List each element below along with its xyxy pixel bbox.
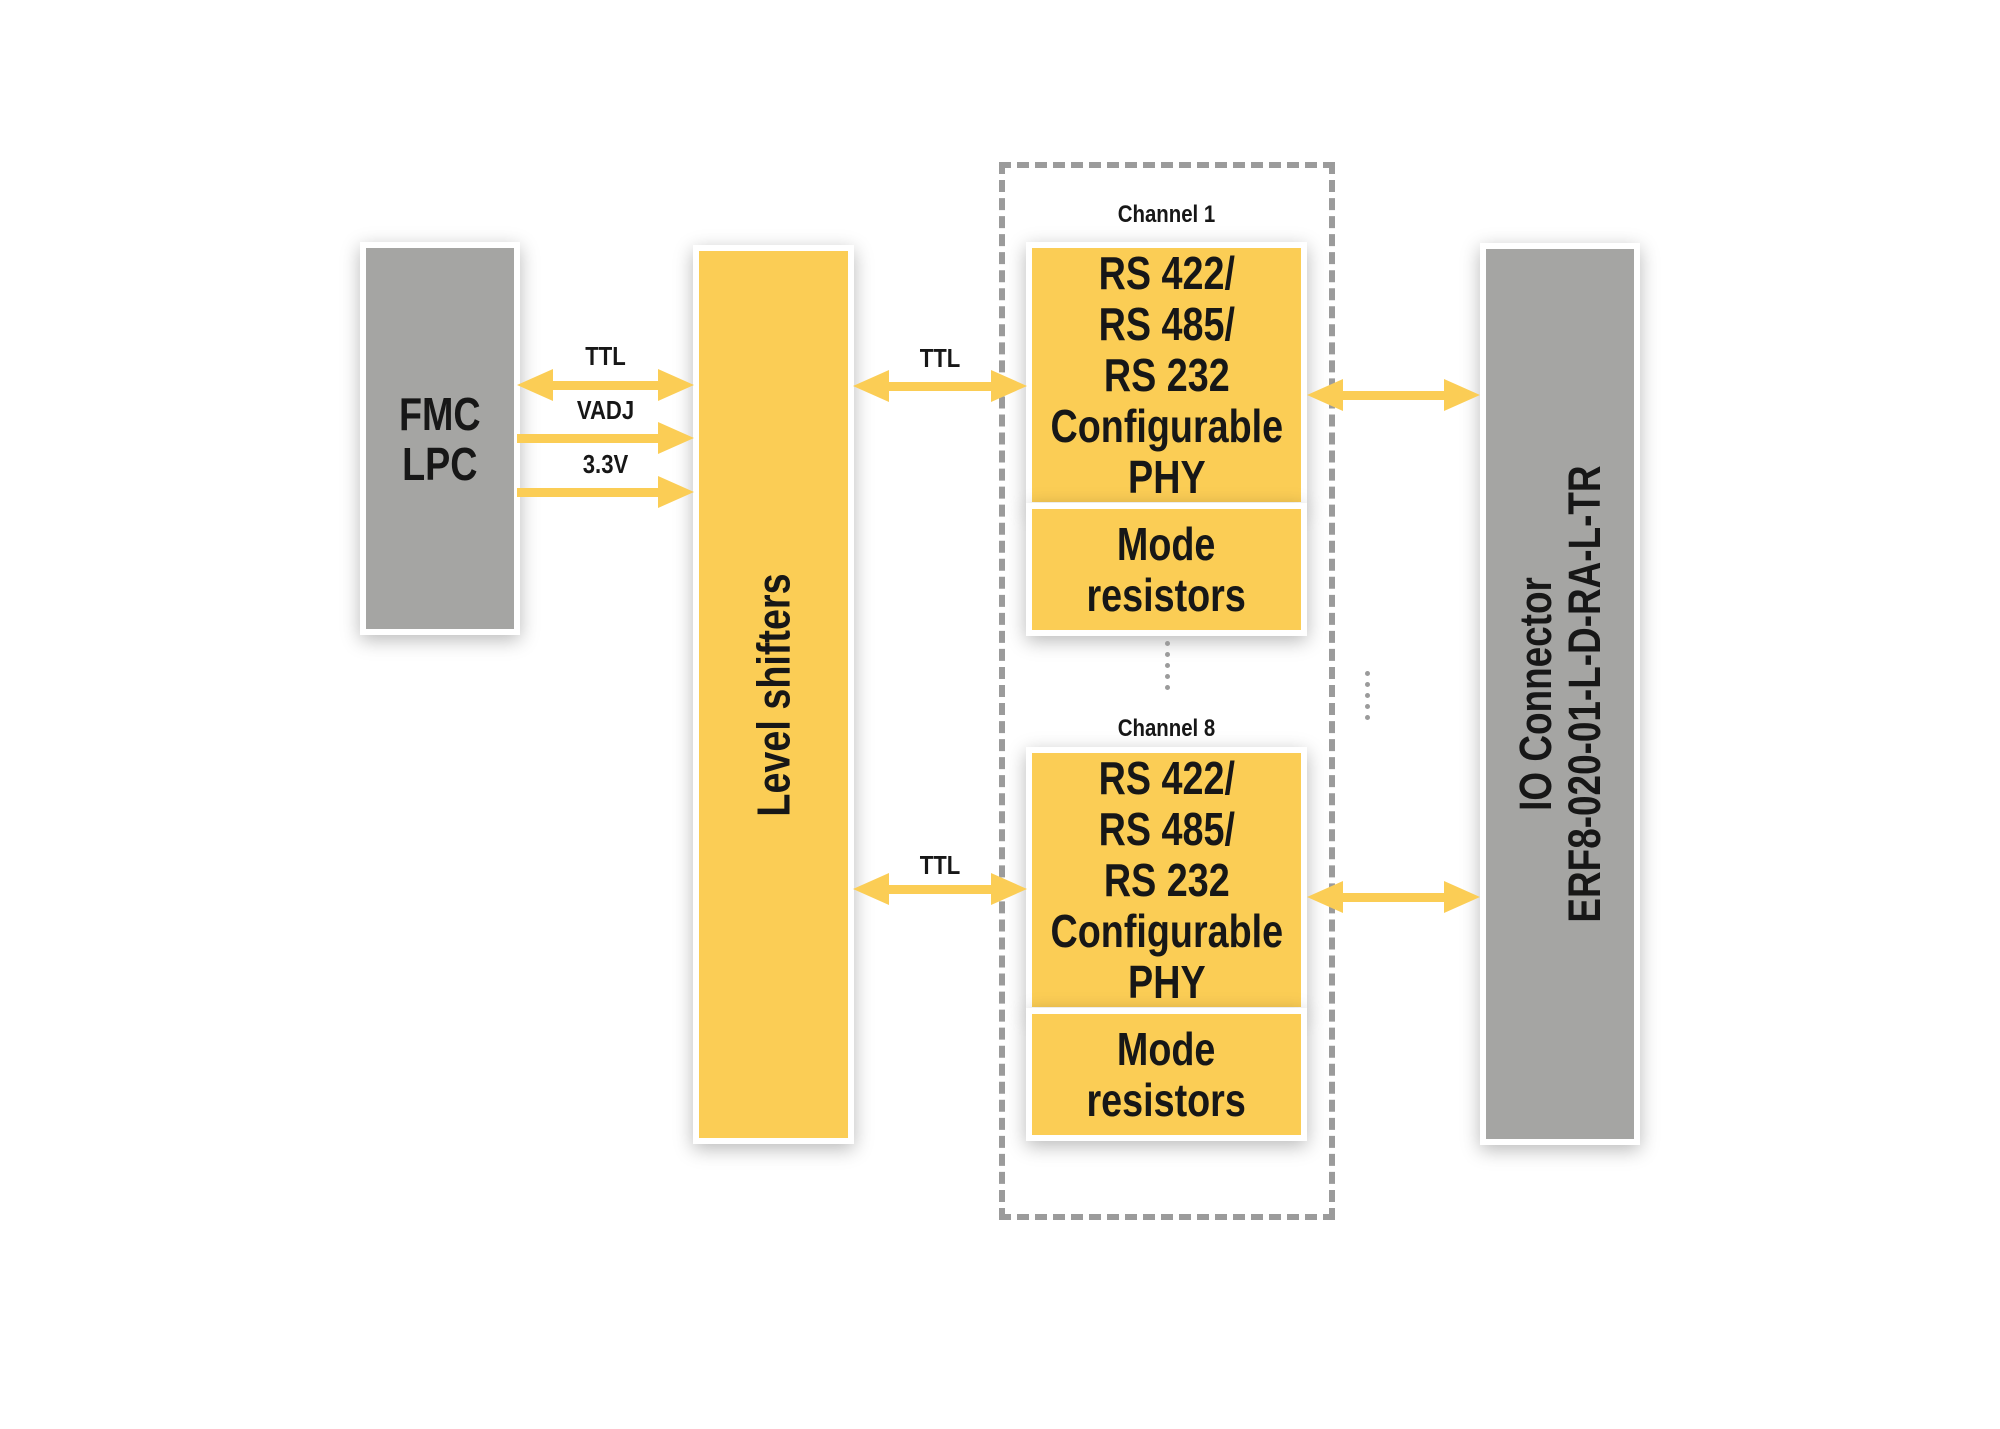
dot	[1365, 704, 1370, 709]
channel-8-mode-resistors-block: Mode resistors	[1026, 1008, 1307, 1141]
fmc-lpc-block: FMC LPC	[360, 242, 520, 635]
dot	[1165, 652, 1170, 657]
arrow-fmc-vadj	[517, 422, 694, 454]
fmc-ttl-label: TTL	[585, 341, 626, 371]
io-ellipsis-dots	[1365, 671, 1370, 720]
arrowhead-left-icon	[1307, 881, 1343, 913]
dot	[1365, 682, 1370, 687]
dot	[1165, 641, 1170, 646]
phy-line: PHY	[1127, 450, 1206, 503]
arrow-ls-ch8-ttl	[853, 873, 1027, 905]
phy-line: RS 422/	[1098, 751, 1235, 804]
channel-1-phy-block: RS 422/ RS 485/ RS 232 Configurable PHY	[1026, 242, 1307, 508]
io-connector-block: IO Connector ERF8-020-01-L-D-RA-L-TR	[1480, 243, 1640, 1145]
io-connector-line2: ERF8-020-01-L-D-RA-L-TR	[1559, 465, 1611, 923]
mode-line: Mode	[1117, 517, 1216, 570]
arrow-ch8-io	[1307, 881, 1480, 913]
channel-8-phy-block: RS 422/ RS 485/ RS 232 Configurable PHY	[1026, 747, 1307, 1013]
arrow-shaft	[889, 884, 991, 894]
phy-line: RS 232	[1103, 348, 1230, 401]
channels-ellipsis-dots	[1165, 641, 1170, 690]
fmc-lpc-label: FMC LPC	[399, 389, 481, 489]
channel-8-mode-label: Mode resistors	[1086, 1022, 1247, 1126]
channel-8-phy-label: RS 422/ RS 485/ RS 232 Configurable PHY	[1050, 751, 1283, 1008]
channel-1-mode-label: Mode resistors	[1086, 517, 1247, 621]
arrowhead-left-icon	[1307, 379, 1343, 411]
arrowhead-right-icon	[991, 370, 1027, 402]
phy-line: PHY	[1127, 955, 1206, 1008]
arrowhead-left-icon	[517, 369, 553, 401]
fmc-label-line2: LPC	[402, 437, 478, 490]
fmc-label-line1: FMC	[399, 387, 481, 440]
arrow-shaft	[517, 487, 658, 497]
phy-line: Configurable	[1050, 904, 1283, 957]
arrow-ls-ch1-ttl	[853, 370, 1027, 402]
arrowhead-right-icon	[658, 422, 694, 454]
arrowhead-left-icon	[853, 370, 889, 402]
arrow-ch1-io	[1307, 379, 1480, 411]
level-shifters-block: Level shifters	[693, 245, 854, 1144]
mode-line: resistors	[1086, 568, 1247, 621]
dot	[1365, 671, 1370, 676]
dot	[1165, 663, 1170, 668]
arrowhead-right-icon	[658, 476, 694, 508]
phy-line: Configurable	[1050, 399, 1283, 452]
arrow-shaft	[553, 380, 658, 390]
fmc-33v-label: 3.3V	[582, 449, 629, 479]
mode-line: Mode	[1117, 1022, 1216, 1075]
io-connector-line1: IO Connector	[1510, 577, 1562, 811]
level-shifters-label: Level shifters	[747, 572, 800, 817]
phy-line: RS 485/	[1098, 802, 1235, 855]
dot	[1365, 693, 1370, 698]
arrow-fmc-ttl	[517, 369, 694, 401]
channels-dashed-box	[999, 162, 1335, 1220]
dot	[1165, 685, 1170, 690]
arrow-shaft	[1343, 390, 1444, 400]
mode-line: resistors	[1086, 1073, 1247, 1126]
channel-1-mode-resistors-block: Mode resistors	[1026, 503, 1307, 636]
phy-line: RS 485/	[1098, 297, 1235, 350]
arrowhead-left-icon	[853, 873, 889, 905]
arrow-shaft	[889, 381, 991, 391]
fmc-vadj-label: VADJ	[576, 395, 635, 425]
ch1-ttl-label: TTL	[919, 343, 961, 373]
channel-1-label: Channel 1	[1117, 201, 1216, 228]
channel-1-phy-label: RS 422/ RS 485/ RS 232 Configurable PHY	[1050, 246, 1283, 503]
phy-line: RS 232	[1103, 853, 1230, 906]
arrowhead-right-icon	[991, 873, 1027, 905]
dot	[1165, 674, 1170, 679]
arrow-shaft	[517, 433, 658, 443]
arrow-fmc-33v	[517, 476, 694, 508]
arrowhead-right-icon	[1444, 379, 1480, 411]
channel-8-label: Channel 8	[1117, 715, 1216, 742]
phy-line: RS 422/	[1098, 246, 1235, 299]
io-connector-label: IO Connector ERF8-020-01-L-D-RA-L-TR	[1510, 465, 1611, 923]
arrowhead-right-icon	[1444, 881, 1480, 913]
dot	[1365, 715, 1370, 720]
ch8-ttl-label: TTL	[919, 850, 961, 880]
arrowhead-right-icon	[658, 369, 694, 401]
arrow-shaft	[1343, 892, 1444, 902]
